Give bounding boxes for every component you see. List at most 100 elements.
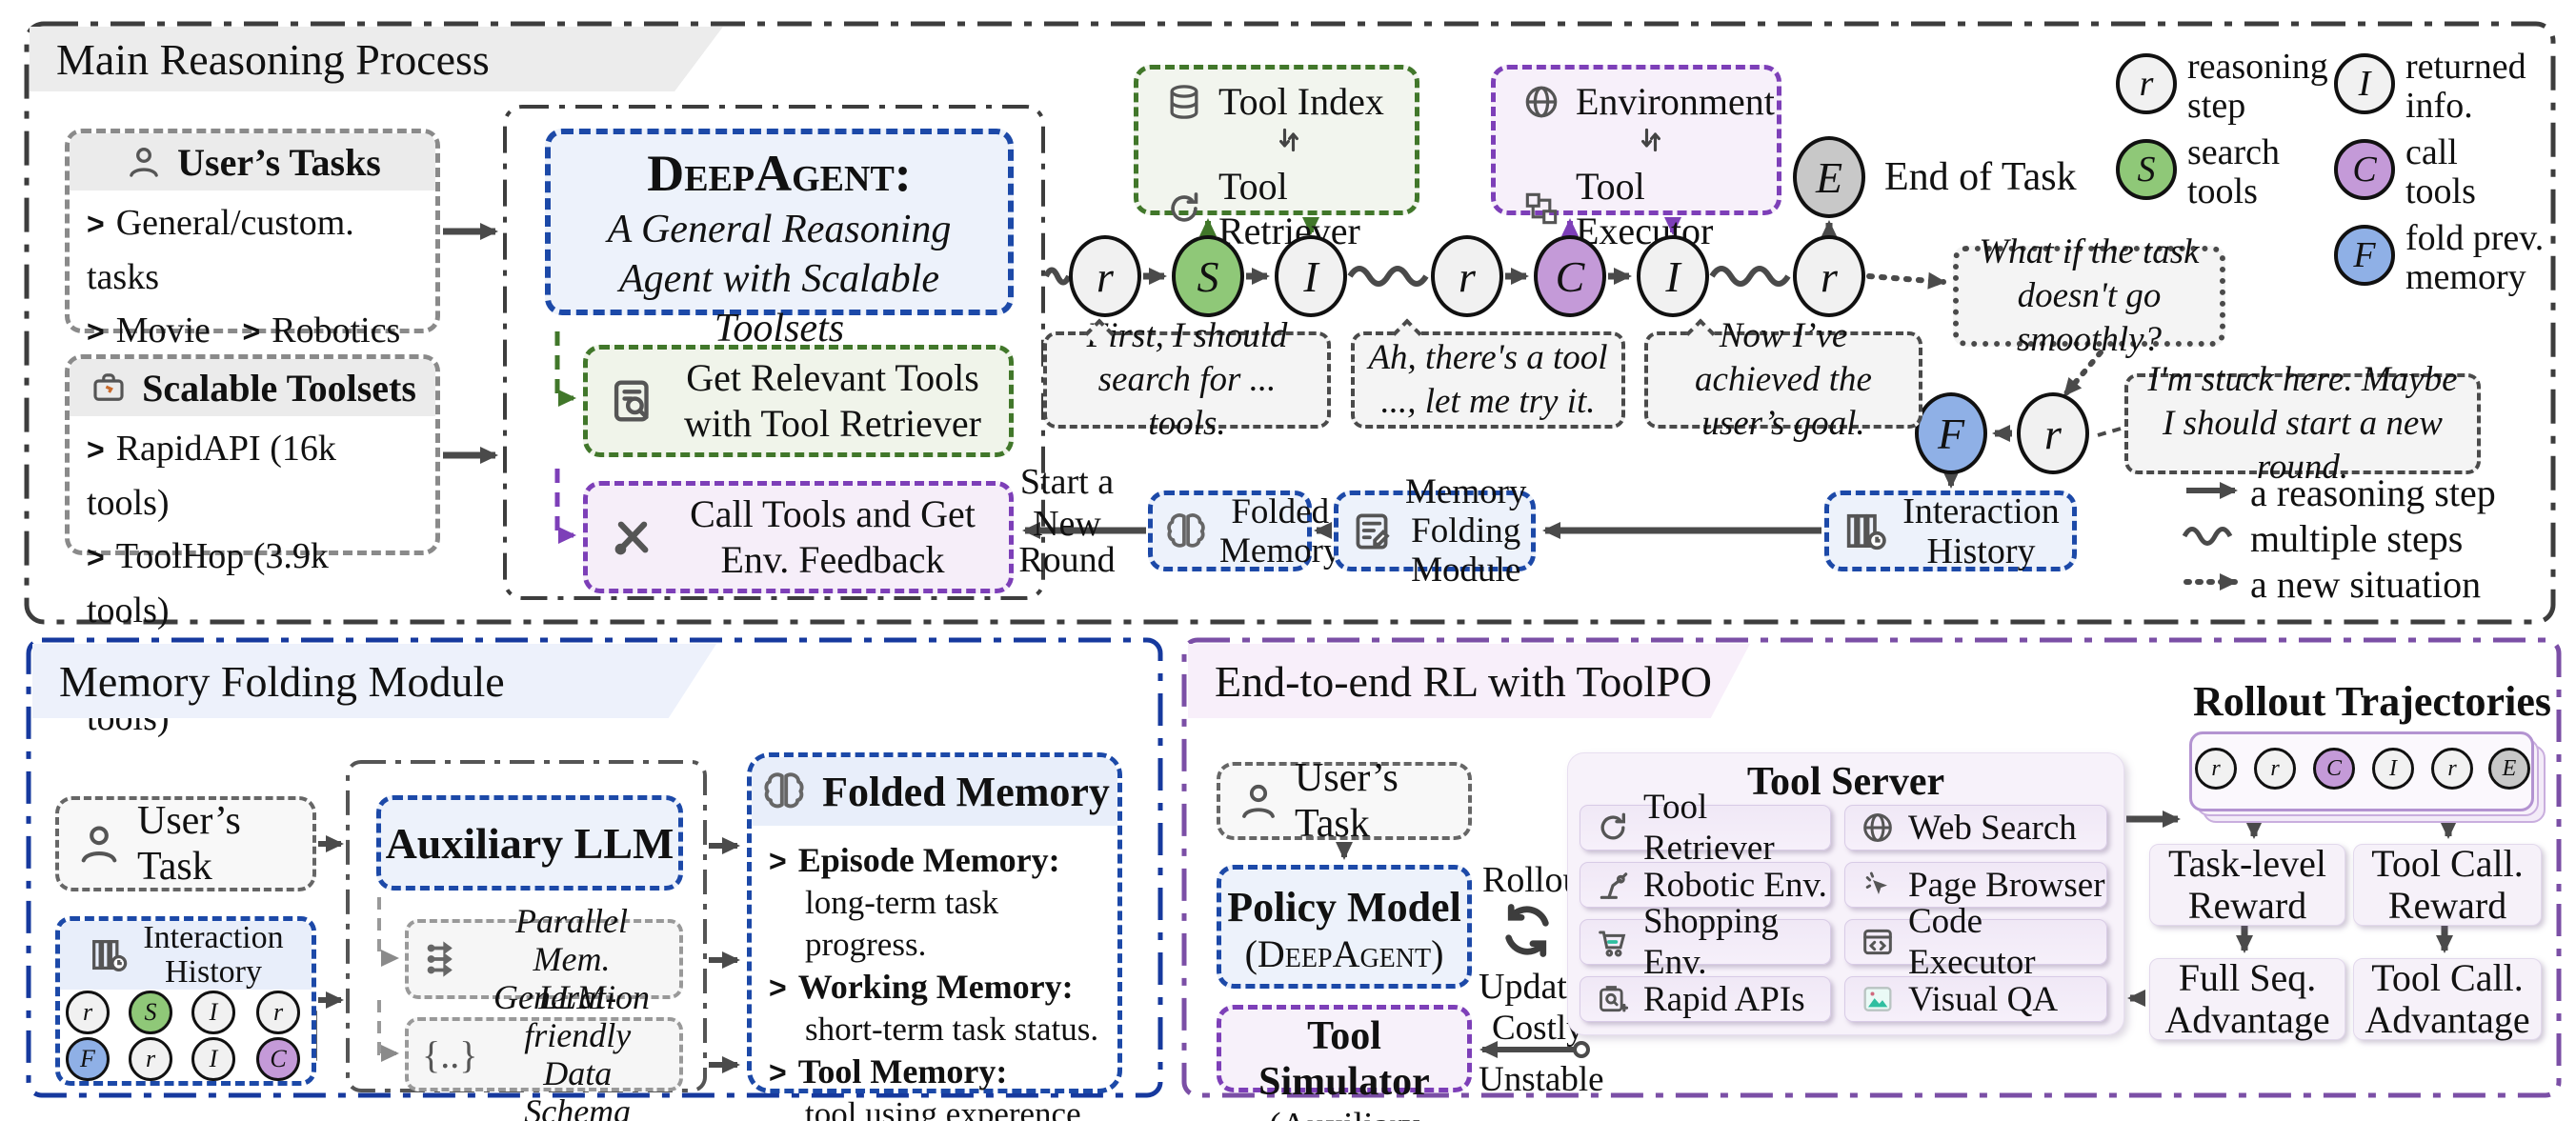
pill-label: Visual QA <box>1908 979 2059 1019</box>
bubble-text: I'm stuck here. Maybe I should start a n… <box>2147 360 2458 487</box>
legend-node-i: I <box>2334 53 2395 114</box>
legend-node-f: F <box>2334 225 2395 286</box>
cursor-click-icon <box>1865 871 1889 896</box>
archive-clock-icon <box>92 939 128 971</box>
deepagent-name: DeepAgent: <box>647 145 912 202</box>
node-label: F <box>1937 409 1965 458</box>
rollout-update-cycle-icon <box>1498 901 1557 960</box>
tool-executor-label: Tool Executor <box>1576 165 1714 252</box>
sync-icon <box>1279 128 1298 152</box>
folded-memory-title: Folded Memory <box>822 768 1110 815</box>
pill-shopping-env: Shopping Env. <box>1580 902 1831 982</box>
robot-arm-icon <box>1600 872 1628 899</box>
end-of-task-label: End of Task <box>1884 155 2077 199</box>
reward-label: Tool Call. <box>2371 842 2524 885</box>
node-label: C <box>2352 150 2377 190</box>
node-label: I <box>2358 64 2371 104</box>
tool-simulator-label: Tool Simulator <box>1258 1014 1430 1104</box>
parallel-mem-box: Parallel Mem. Generation <box>405 902 683 1016</box>
users-tasks-title: User’s Tasks <box>177 140 381 184</box>
rl-title-label: End-to-end RL with ToolPO <box>1215 656 1712 706</box>
person-icon <box>74 819 124 869</box>
rollout-trajectories-title: Rollout Trajectories <box>2193 677 2551 725</box>
globe-icon <box>1863 813 1892 842</box>
toolset-item: ToolHop (3.9k tools) <box>87 530 418 637</box>
pill-label: Robotic Env. <box>1643 865 1827 905</box>
retriever-refresh-icon <box>1171 192 1198 222</box>
node-label: F <box>2353 235 2376 275</box>
bubble-text: Now I’ve achieved the user’s goal. <box>1695 316 1872 443</box>
tool-index-retriever-box: Tool Index Tool Retriever <box>1134 65 1419 252</box>
legend-i-label: returned info. <box>2405 47 2526 126</box>
main-section-title: Main Reasoning Process <box>30 27 723 91</box>
node-label: r <box>272 998 284 1026</box>
node-label: S <box>144 998 157 1026</box>
node-label: r <box>1097 251 1114 301</box>
traj-node: C <box>2313 748 2355 790</box>
pill-label: Rapid APIs <box>1643 979 1805 1019</box>
legend-s-label: search tools <box>2187 132 2281 211</box>
advantage-label: Tool Call. <box>2371 956 2524 999</box>
end-node: E <box>1793 136 1865 218</box>
legend-node-r: r <box>2116 53 2177 114</box>
brain-icon <box>764 772 804 809</box>
legend-dotted-arrow-label: a new situation <box>2250 563 2482 606</box>
chain-node-r2: r <box>1431 235 1503 317</box>
chain-node-search: S <box>1172 235 1244 317</box>
data-schema-box: {..} LLM-friendly Data Schema <box>405 978 683 1121</box>
users-tasks-box: User’s Tasks General/custom. tasks Movie… <box>65 129 440 405</box>
pill-rapid-apis: Rapid APIs <box>1580 976 1831 1022</box>
node-label: F <box>80 1045 95 1072</box>
tool-simulator-box: Tool Simulator (Auxiliary LLM) <box>1217 1005 1472 1121</box>
parallel-mem-label: Parallel Mem. Generation <box>493 902 650 1016</box>
policy-model-box: Policy Model (DeepAgent) <box>1217 865 1472 989</box>
bubble-text: Ah, there's a tool ..., let me try it. <box>1368 338 1608 421</box>
trajectory-card <box>2189 731 2534 811</box>
memory-title-label: Memory Folding Module <box>59 656 505 706</box>
node-label: r <box>1459 251 1476 301</box>
auxiliary-llm-box: Auxiliary LLM <box>376 795 683 891</box>
policy-model-label: Policy Model <box>1227 884 1461 931</box>
legend-r-label: reasoning step <box>2187 47 2328 126</box>
environment-executor-box: Environment Tool Executor <box>1491 65 1781 252</box>
chain-node-info1: I <box>1275 235 1347 317</box>
mini-node: I <box>191 991 235 1034</box>
scalable-toolsets-box: Scalable Toolsets RapidAPI (16k tools) T… <box>65 354 440 738</box>
node-label: I <box>1303 251 1318 301</box>
legend-node-s: S <box>2116 139 2177 200</box>
database-icon <box>1170 84 1198 119</box>
legend-node-c: C <box>2334 139 2395 200</box>
mini-node: S <box>129 991 172 1034</box>
bubble-text: First, I should search for ... tools. <box>1086 316 1288 443</box>
memory-history-label: Interaction History <box>143 920 284 990</box>
node-label: C <box>2325 755 2342 781</box>
rl-users-task-label: User’s Task <box>1295 756 1399 846</box>
pill-label: Shopping Env. <box>1643 902 1779 982</box>
archive-clock-icon <box>1846 513 1886 550</box>
traj-node: r <box>2195 748 2237 790</box>
update-label: Update <box>1479 967 1583 1007</box>
start-new-round-line2: Round <box>1018 540 1116 580</box>
shopping-cart-icon <box>1598 931 1626 957</box>
braces-icon: {..} <box>422 1032 478 1076</box>
node-label: r <box>145 1045 156 1072</box>
legend-wavy-label: multiple steps <box>2250 517 2464 560</box>
memory-section-title: Memory Folding Module <box>32 644 716 718</box>
memory-users-task-box: User’s Task <box>55 796 316 891</box>
doc-search-icon <box>605 373 660 429</box>
start-new-round-line1: Start a New <box>1019 462 1115 544</box>
pill-web-search: Web Search <box>1844 805 2107 851</box>
node-label: r <box>2211 755 2221 781</box>
memory-entry-desc: tool using experence. <box>805 1095 1090 1121</box>
chain-node-r1: r <box>1069 235 1141 317</box>
tool-server-title: Tool Server <box>1746 760 1945 804</box>
chain-node-call: C <box>1534 235 1606 317</box>
tool-index-label: Tool Index <box>1218 80 1384 123</box>
node-label: I <box>1665 251 1680 301</box>
pill-label: Web Search <box>1908 808 2077 848</box>
code-window-icon <box>1863 929 1892 955</box>
pill-tool-retriever: Tool Retriever <box>1580 788 1831 868</box>
mini-node: I <box>191 1037 235 1081</box>
parallel-arrows-icon <box>427 943 452 975</box>
